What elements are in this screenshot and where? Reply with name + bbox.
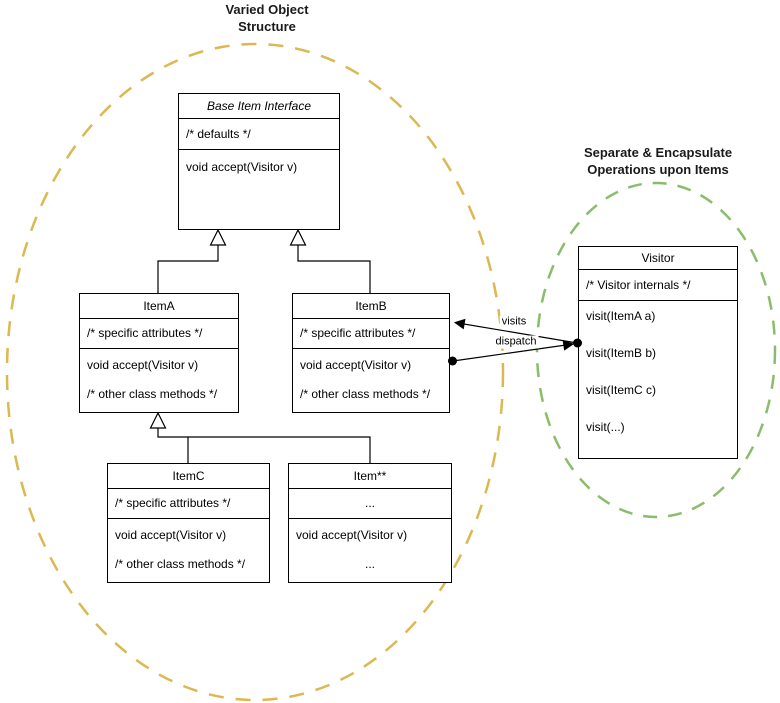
class-field: /* defaults */ (186, 126, 251, 141)
class-fields-section: /* defaults */ (179, 119, 339, 150)
inheritance-triangle-icon (209, 228, 227, 246)
class-box-item-star: Item** ... void accept(Visitor v) ... (288, 463, 452, 583)
class-method: ... (364, 557, 375, 571)
class-title: ItemB (293, 294, 449, 319)
class-box-item-a: ItemA /* specific attributes */ void acc… (79, 293, 239, 413)
class-methods-section: void accept(Visitor v) ... (289, 519, 451, 582)
class-methods-section: void accept(Visitor v) /* other class me… (80, 349, 238, 412)
class-fields-section: /* Visitor internals */ (579, 270, 737, 301)
left-group-title-line2: Structure (238, 19, 296, 34)
class-method: visit(ItemC c) (586, 383, 656, 397)
class-title: Visitor (579, 247, 737, 270)
class-field: /* specific attributes */ (87, 326, 203, 340)
class-method: /* other class methods */ (115, 557, 246, 571)
class-title: Item** (289, 464, 451, 489)
right-group-title-line2: Operations upon Items (587, 162, 729, 177)
class-method: /* other class methods */ (87, 387, 218, 401)
class-method: void accept(Visitor v) (87, 358, 199, 372)
class-method: visit(...) (586, 420, 625, 434)
class-box-item-b: ItemB /* specific attributes */ void acc… (292, 293, 450, 413)
right-group-title: Separate & Encapsulate Operations upon I… (546, 144, 770, 178)
class-method: void accept(Visitor v) (300, 358, 412, 372)
class-fields-section: /* specific attributes */ (293, 319, 449, 349)
class-methods-section: void accept(Visitor v) /* other class me… (293, 349, 449, 412)
class-fields-section: ... (289, 489, 451, 519)
class-method: visit(ItemB b) (586, 346, 657, 360)
inheritance-edge-itema-to-base (157, 245, 219, 293)
class-title: ItemA (80, 294, 238, 319)
class-field: ... (364, 496, 375, 510)
inheritance-triangle-icon (149, 411, 167, 429)
right-group-title-line1: Separate & Encapsulate (583, 145, 733, 160)
class-title: ItemC (108, 464, 269, 489)
class-box-visitor: Visitor /* Visitor internals */ visit(It… (578, 246, 738, 459)
class-method: void accept(Visitor v) (115, 528, 227, 542)
dispatch-edge-label: dispatch (493, 335, 539, 349)
class-box-base-item-interface: Base Item Interface /* defaults */ void … (178, 93, 340, 230)
class-method: visit(ItemA a) (586, 309, 656, 323)
class-field: /* Visitor internals */ (586, 277, 691, 292)
visits-edge-label: visits (499, 315, 529, 329)
class-methods-section: void accept(Visitor v) /* other class me… (108, 519, 269, 582)
inheritance-edge-itemb-to-base (297, 245, 371, 293)
class-fields-section: /* specific attributes */ (80, 319, 238, 349)
inheritance-triangle-icon (289, 228, 307, 246)
inheritance-edge-itemstar-to-itema (157, 428, 371, 463)
class-method: /* other class methods */ (300, 387, 431, 401)
left-group-title: Varied Object Structure (167, 1, 367, 35)
left-group-title-line1: Varied Object (225, 2, 309, 17)
class-box-item-c: ItemC /* specific attributes */ void acc… (107, 463, 270, 583)
class-method: void accept(Visitor v) (186, 160, 298, 174)
class-methods-section: visit(ItemA a) visit(ItemB b) visit(Item… (579, 301, 737, 458)
class-methods-section: void accept(Visitor v) (179, 150, 339, 229)
class-field: /* specific attributes */ (300, 326, 416, 340)
class-title: Base Item Interface (179, 94, 339, 119)
class-field: /* specific attributes */ (115, 496, 231, 510)
class-method: void accept(Visitor v) (296, 528, 408, 542)
class-fields-section: /* specific attributes */ (108, 489, 269, 519)
